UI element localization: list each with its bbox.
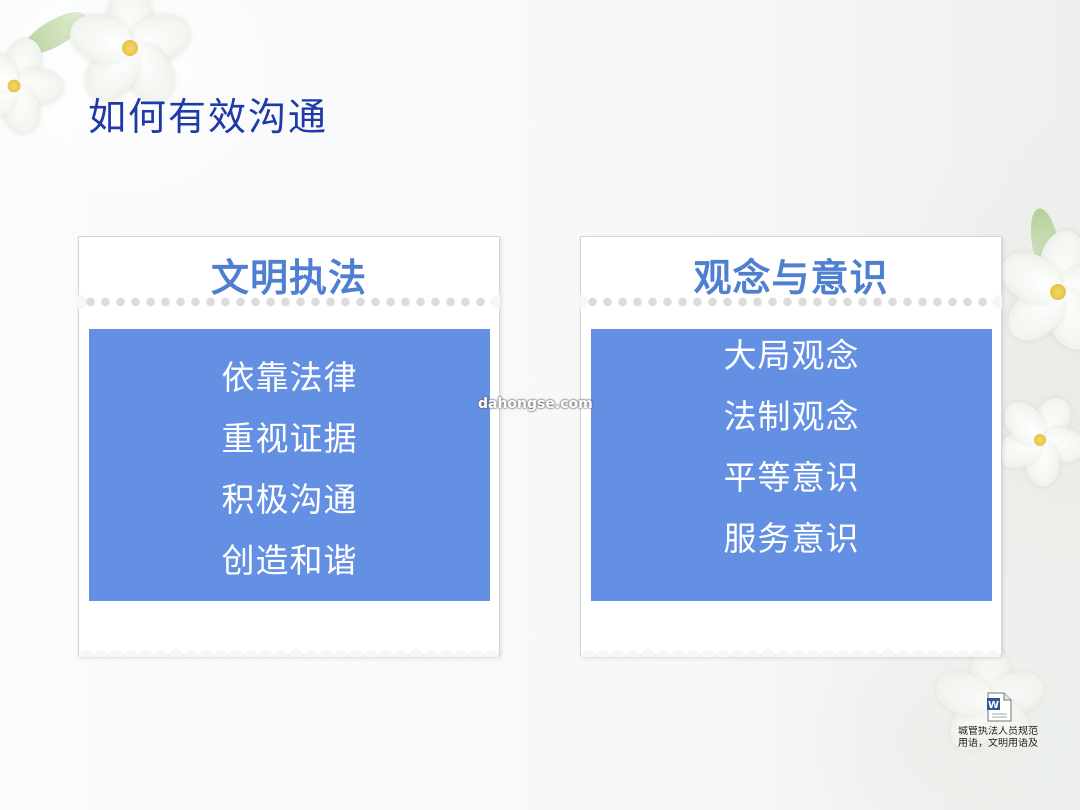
list-item: 积极沟通 (221, 480, 358, 519)
card-panel: 依靠法律 重视证据 积极沟通 创造和谐 (89, 329, 490, 601)
list-item: 创造和谐 (221, 541, 358, 580)
card-heading: 文明执法 (210, 256, 367, 300)
perforation-divider (581, 295, 1001, 309)
item-list: 依靠法律 重视证据 积极沟通 创造和谐 (89, 329, 490, 591)
perforation-divider (79, 295, 499, 309)
item-list: 大局观念 法制观念 平等意识 服务意识 (591, 325, 992, 569)
card-concepts-awareness: 观念与意识 大局观念 法制观念 平等意识 服务意识 (580, 236, 1002, 657)
caption-line: 用语，文明用语及 (958, 738, 1038, 749)
list-item: 依靠法律 (221, 358, 358, 397)
card-civilized-enforcement: 文明执法 依靠法律 重视证据 积极沟通 创造和谐 (78, 236, 500, 657)
caption-line: 城管执法人员规范 (958, 726, 1038, 737)
watermark: dahongse.com (478, 396, 593, 412)
wavy-edge (581, 639, 1001, 657)
page-title: 如何有效沟通 (88, 95, 329, 139)
word-document-icon[interactable]: W (986, 692, 1012, 722)
embedded-file-caption[interactable]: 城管执法人员规范 用语，文明用语及 (958, 726, 1054, 750)
svg-text:W: W (988, 700, 999, 711)
card-heading: 观念与意识 (693, 256, 889, 300)
list-item: 重视证据 (221, 419, 358, 458)
card-panel: 大局观念 法制观念 平等意识 服务意识 (591, 329, 992, 601)
list-item: 法制观念 (723, 397, 860, 436)
list-item: 平等意识 (723, 458, 860, 497)
list-item: 大局观念 (723, 336, 860, 375)
list-item: 服务意识 (723, 519, 860, 558)
wavy-edge (79, 639, 499, 657)
